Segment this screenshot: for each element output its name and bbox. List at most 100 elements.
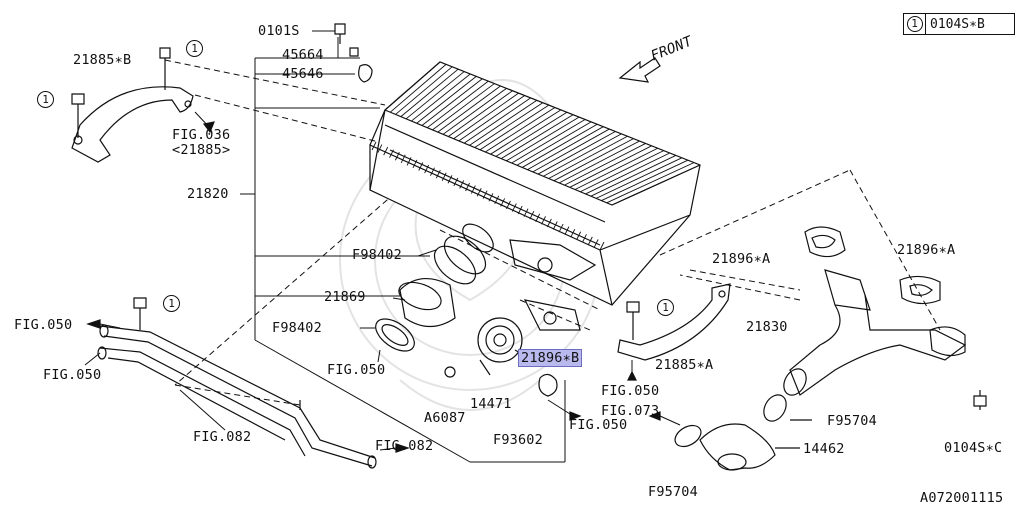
fin-line — [491, 110, 561, 154]
fin-tick — [559, 224, 563, 232]
label-f95704-right: F95704 — [827, 413, 877, 429]
label-21885b: 21885∗B — [73, 52, 132, 68]
legend-code: 0104S∗B — [930, 16, 985, 32]
fin-line — [475, 103, 543, 148]
fin-line — [570, 146, 652, 187]
label-a6087: A6087 — [424, 410, 466, 426]
fin-line — [612, 165, 700, 205]
callout-ring: 1 — [37, 91, 54, 108]
label-21830: 21830 — [746, 319, 788, 335]
fin-tick — [577, 232, 581, 240]
label-fig082-left: FIG.082 — [193, 429, 252, 445]
fin-line — [596, 158, 682, 199]
fin-line — [433, 84, 495, 130]
fin-line — [459, 96, 525, 141]
fin-line — [517, 122, 591, 165]
fin-line — [485, 108, 555, 152]
label-0104sc: 0104S∗C — [944, 440, 1003, 456]
diagram-id: A072001115 — [920, 490, 1004, 506]
fin-line — [591, 155, 676, 196]
fin-line — [438, 86, 501, 132]
fin-tick — [436, 170, 440, 178]
fin-line — [464, 98, 531, 143]
fin-tick — [506, 201, 510, 209]
fin-tick — [413, 160, 417, 168]
label-0101s: 0101S — [258, 23, 300, 39]
fin-line — [538, 131, 615, 174]
label-21896b-highlight[interactable]: 21896∗B — [518, 349, 583, 367]
fin-tick — [466, 183, 470, 191]
fin-line — [533, 129, 609, 172]
fin-tick — [600, 242, 604, 250]
fin-line — [448, 91, 512, 137]
bracket-21885a — [618, 284, 730, 360]
fin-line — [607, 163, 694, 203]
fin-line — [411, 74, 470, 121]
fin-line — [427, 81, 488, 128]
fin-tick — [401, 155, 405, 163]
fin-tick — [407, 157, 411, 165]
fin-line — [506, 117, 579, 161]
fin-line — [385, 62, 440, 110]
label-21869: 21869 — [324, 289, 366, 305]
fin-tick — [442, 173, 446, 181]
intercooler — [370, 62, 700, 305]
inlet-ducts — [370, 219, 595, 358]
fin-line — [480, 105, 549, 150]
fin-tick — [425, 165, 429, 173]
label-fig036-sub: <21885> — [172, 142, 231, 158]
fin-line — [512, 119, 585, 163]
fin-line — [422, 79, 482, 126]
label-fig050-pipe: FIG.050 — [43, 367, 102, 383]
label-14462: 14462 — [803, 441, 845, 457]
label-45664: 45664 — [282, 47, 324, 63]
intercooler-fins — [372, 62, 700, 250]
turbo-pipes — [759, 227, 986, 425]
fin-line — [528, 127, 604, 170]
fin-tick — [542, 216, 546, 224]
legend-ring: 1 — [904, 14, 926, 34]
fin-tick — [430, 168, 434, 176]
label-21820: 21820 — [187, 186, 229, 202]
label-21896a-left: 21896∗A — [712, 251, 771, 267]
fin-line — [406, 72, 464, 119]
fin-tick — [471, 186, 475, 194]
label-fig036: FIG.036 — [172, 127, 231, 143]
intake-hose — [671, 420, 812, 470]
fin-tick — [460, 180, 464, 188]
label-f93602: F93602 — [493, 432, 543, 448]
callout-ring: 1 — [657, 299, 674, 316]
dashed-leaders — [165, 60, 940, 405]
fin-tick — [501, 198, 505, 206]
label-fig050-left: FIG.050 — [14, 317, 73, 333]
label-f95704-bottom: F95704 — [648, 484, 698, 500]
fin-tick — [384, 147, 388, 155]
top-fasteners — [335, 24, 372, 82]
fin-tick — [536, 214, 540, 222]
label-fig082-right: FIG.082 — [375, 438, 434, 454]
fin-line — [390, 64, 446, 112]
coolant-pipe — [98, 298, 376, 468]
label-21885a: 21885∗A — [655, 357, 714, 373]
fin-line — [469, 100, 536, 145]
fin-line — [580, 151, 663, 192]
fin-tick — [530, 211, 534, 219]
legend-ring-number: 1 — [906, 16, 923, 32]
fin-line — [564, 143, 645, 185]
fin-line — [559, 141, 639, 183]
fin-tick — [489, 193, 493, 201]
fin-line — [586, 153, 670, 194]
fin-tick — [448, 175, 452, 183]
fin-line — [522, 124, 597, 167]
fin-tick — [495, 196, 499, 204]
callout-ring: 1 — [163, 295, 180, 312]
fig-arrow-lines — [85, 112, 680, 450]
fin-tick — [553, 221, 557, 229]
label-f98402-lower: F98402 — [272, 320, 322, 336]
fin-line — [454, 93, 519, 139]
fin-tick — [594, 239, 598, 247]
fin-line — [496, 112, 567, 156]
label-21896a-right: 21896∗A — [897, 242, 956, 258]
label-fig073: FIG.073 — [601, 403, 660, 419]
